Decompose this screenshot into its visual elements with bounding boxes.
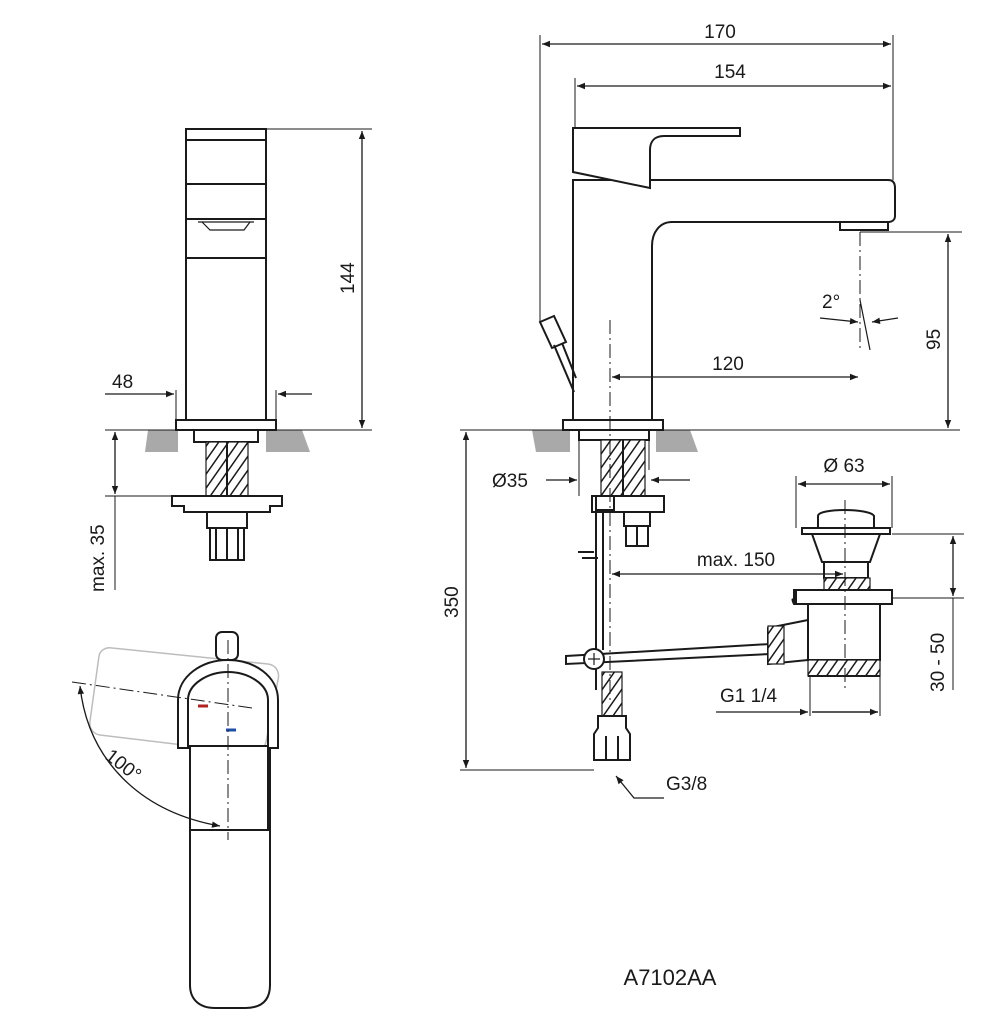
label-48: 48 bbox=[112, 372, 133, 393]
label-30-50: 30 - 50 bbox=[928, 633, 949, 692]
top-handle-knob bbox=[215, 631, 239, 661]
dim-line-2deg-right bbox=[871, 317, 899, 324]
supply-hose bbox=[601, 671, 623, 717]
label-144: 144 bbox=[338, 262, 359, 294]
front-washer bbox=[171, 495, 283, 513]
label-100deg: 100° bbox=[101, 745, 145, 786]
side-body bbox=[572, 179, 896, 421]
label-350: 350 bbox=[442, 586, 463, 618]
front-handle bbox=[185, 128, 267, 185]
side-aerator bbox=[839, 221, 889, 231]
top-view bbox=[71, 631, 280, 1009]
leader-g38 bbox=[615, 775, 664, 799]
side-deck-surface-right bbox=[656, 430, 698, 452]
label-170: 170 bbox=[704, 22, 736, 43]
label-max35: max. 35 bbox=[88, 524, 109, 592]
label-g114: G1 1/4 bbox=[720, 686, 777, 707]
waste-flange bbox=[801, 527, 891, 535]
side-view bbox=[460, 35, 964, 799]
waste-plug bbox=[817, 509, 875, 529]
label-154: 154 bbox=[714, 62, 746, 83]
front-deck-surface-right bbox=[266, 430, 310, 452]
front-view bbox=[105, 128, 372, 590]
label-2deg: 2° bbox=[822, 292, 840, 313]
front-deck-surface bbox=[145, 430, 178, 452]
side-base bbox=[562, 419, 664, 431]
angle-arc-100 bbox=[77, 685, 221, 828]
side-deck-surface-left bbox=[532, 430, 570, 452]
side-lever bbox=[572, 127, 741, 190]
front-base bbox=[175, 419, 277, 431]
popup-rod-knob bbox=[538, 314, 568, 350]
waste-tailpiece bbox=[807, 603, 881, 661]
label-120: 120 bbox=[712, 354, 744, 375]
front-body bbox=[185, 183, 267, 421]
label-95: 95 bbox=[924, 329, 945, 350]
waste-body bbox=[823, 561, 869, 579]
dim-line-2deg-left bbox=[819, 317, 859, 325]
label-g38: G3/8 bbox=[666, 774, 707, 795]
label-d63: Ø 63 bbox=[823, 456, 864, 477]
label-max150: max. 150 bbox=[697, 550, 775, 571]
label-d35: Ø35 bbox=[492, 471, 528, 492]
supply-nut bbox=[593, 715, 631, 761]
product-code: A7102AA bbox=[624, 965, 717, 990]
